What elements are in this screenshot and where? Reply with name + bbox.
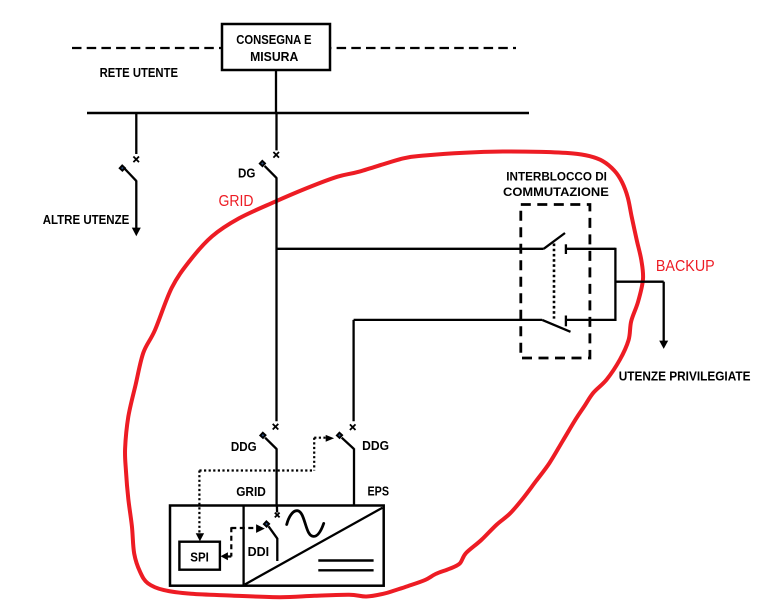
- svg-text:EPS: EPS: [368, 485, 390, 499]
- svg-text:DDG: DDG: [231, 440, 257, 454]
- svg-text:CONSEGNA E: CONSEGNA E: [236, 33, 311, 47]
- svg-text:UTENZE PRIVILEGIATE: UTENZE PRIVILEGIATE: [619, 369, 751, 383]
- svg-text:DDG: DDG: [362, 439, 389, 453]
- svg-text:BACKUP: BACKUP: [656, 258, 715, 275]
- svg-text:SPI: SPI: [190, 550, 209, 564]
- svg-text:COMMUTAZIONE: COMMUTAZIONE: [503, 185, 609, 199]
- svg-text:DG: DG: [238, 167, 255, 181]
- svg-text:RETE UTENTE: RETE UTENTE: [100, 66, 178, 80]
- svg-text:GRID: GRID: [236, 485, 266, 499]
- svg-text:INTERBLOCCO DI: INTERBLOCCO DI: [506, 169, 607, 183]
- svg-text:MISURA: MISURA: [250, 50, 298, 64]
- svg-text:GRID: GRID: [219, 193, 254, 210]
- svg-text:DDI: DDI: [248, 545, 270, 559]
- svg-text:ALTRE UTENZE: ALTRE UTENZE: [43, 213, 130, 227]
